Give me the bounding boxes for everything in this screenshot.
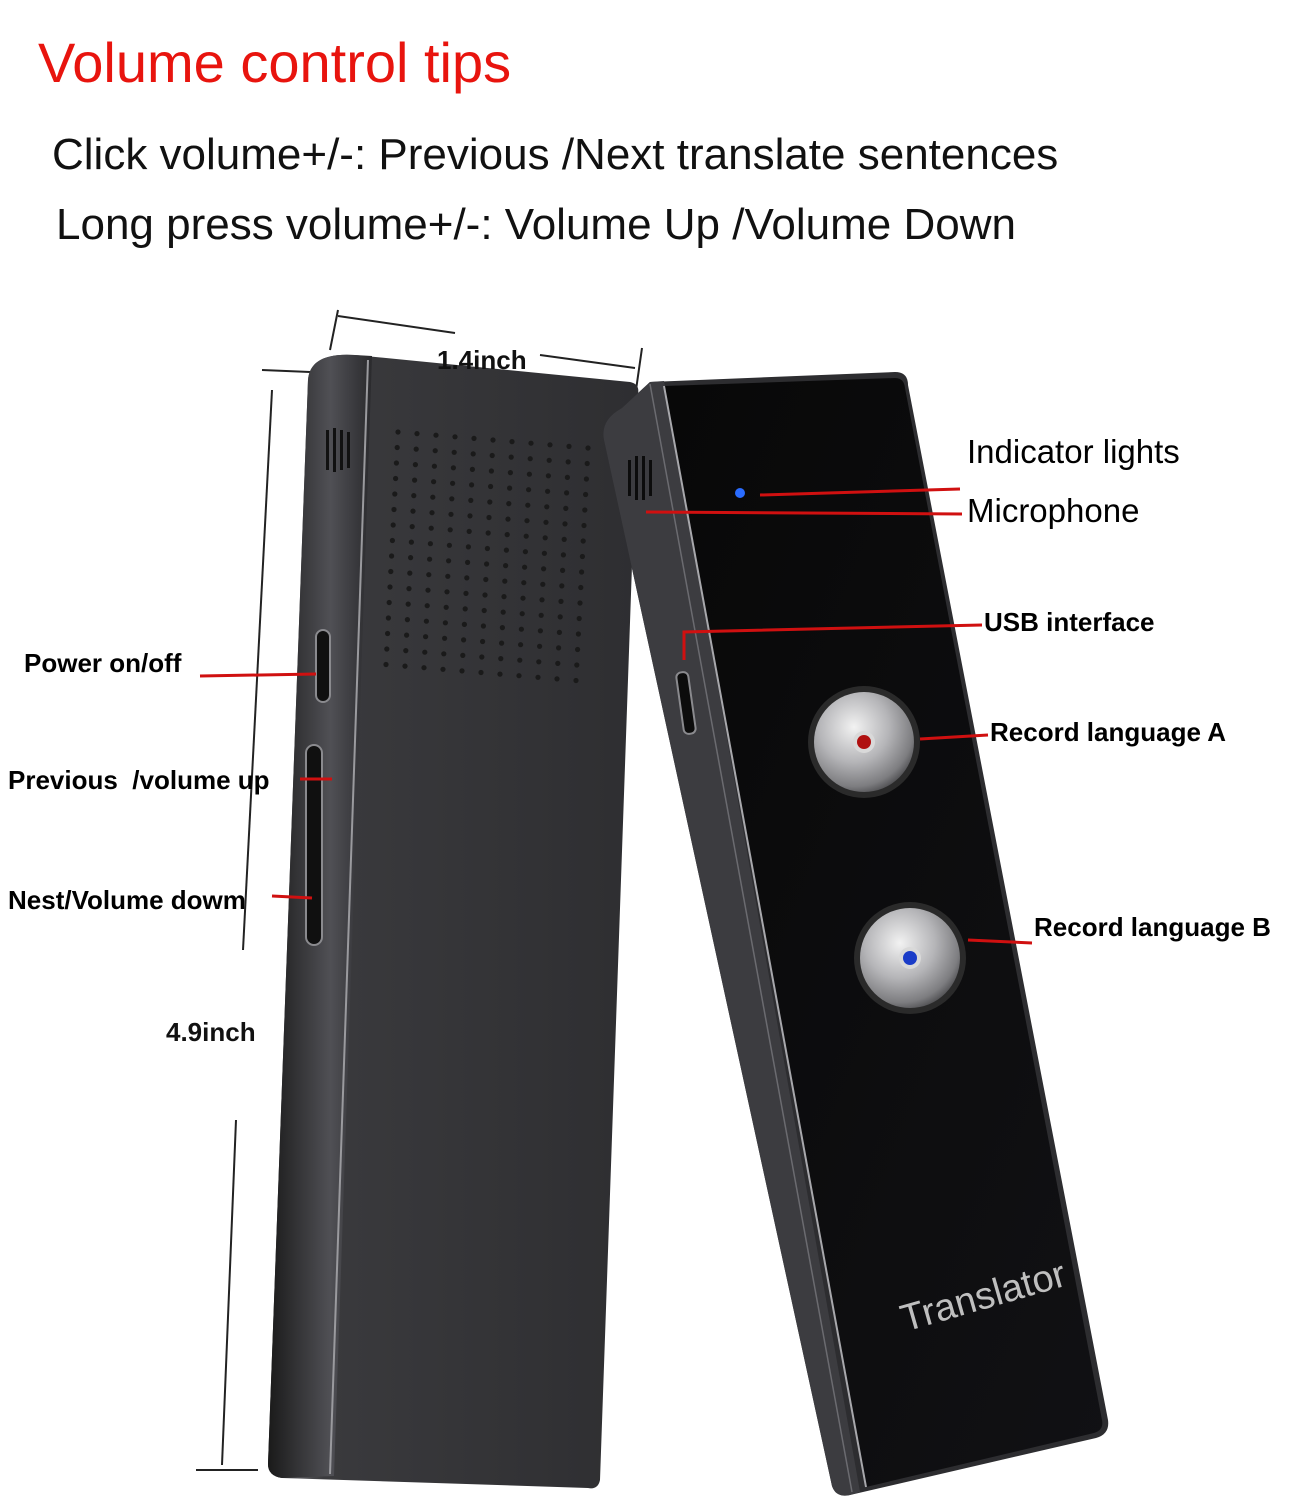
label-record-language-a: Record language A <box>990 717 1226 747</box>
page-title: Volume control tips <box>38 31 512 94</box>
indicator-light-icon <box>735 488 745 498</box>
label-previous-volume-up: Previous /volume up <box>8 765 270 795</box>
label-indicator-lights: Indicator lights <box>967 433 1180 470</box>
tip-click-volume: Click volume+/-: Previous /Next translat… <box>52 130 1059 179</box>
leader-lines <box>199 487 1033 945</box>
tip-long-press-volume: Long press volume+/-: Volume Up /Volume … <box>56 200 1016 249</box>
speaker-grille-icon <box>383 429 591 684</box>
record-b-button-shape <box>854 902 966 1014</box>
device-front-view <box>603 372 1109 1496</box>
label-power: Power on/off <box>24 648 182 678</box>
usb-port-shape <box>675 671 697 735</box>
label-next-volume-down: Nest/Volume dowm <box>8 885 246 915</box>
label-microphone: Microphone <box>967 492 1140 529</box>
width-dimension-line <box>329 309 643 391</box>
side-vent-icon <box>326 428 350 472</box>
width-dimension-label: 1.4inch <box>437 345 527 375</box>
microphone-vent-icon <box>628 456 652 500</box>
power-button-shape <box>315 629 331 703</box>
height-dimension-line <box>196 369 311 1471</box>
label-record-language-b: Record language B <box>1034 912 1271 942</box>
record-a-button-shape <box>808 686 920 798</box>
device-back-view <box>268 354 639 1489</box>
label-usb-interface: USB interface <box>984 607 1155 637</box>
volume-rocker-shape <box>305 744 323 946</box>
height-dimension-label: 4.9inch <box>166 1017 256 1047</box>
